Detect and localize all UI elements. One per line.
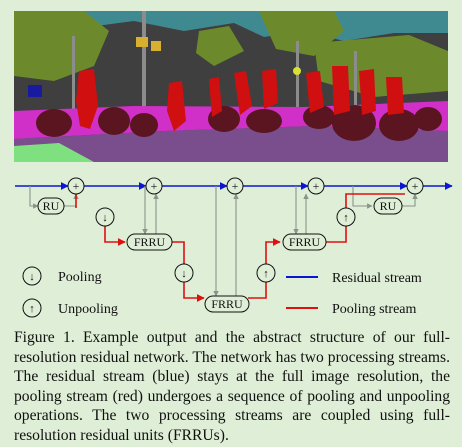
- legend-pooling: ↓ Pooling: [22, 266, 102, 286]
- ru-label: RU: [43, 199, 60, 213]
- frru-box-2: FRRU: [204, 295, 250, 313]
- frru-label: FRRU: [134, 235, 166, 249]
- ru-box-right: RU: [373, 197, 403, 215]
- pool-node-1: ↓: [95, 207, 115, 227]
- pooling-stream-line: [75, 193, 405, 302]
- unpool-node-1: ↑: [256, 263, 276, 283]
- plus-node-1: +: [67, 177, 85, 195]
- legend-pooling-stream: Pooling stream: [286, 302, 416, 317]
- frru-label: FRRU: [289, 235, 321, 249]
- unpool-node-2: ↑: [336, 207, 356, 227]
- frru-box-1: FRRU: [126, 233, 173, 251]
- plus-node-5: +: [406, 177, 424, 195]
- unpool-arrow-icon: ↑: [29, 303, 35, 315]
- plus-symbol: +: [412, 179, 419, 193]
- frrn-diagram: RU RU + + + + + ↓ ↓ ↑ ↑ FRRU FRRU FRRU: [15, 177, 453, 318]
- pool-arrow-icon: ↓: [29, 271, 35, 283]
- frru-box-3: FRRU: [282, 233, 327, 251]
- segmentation-image: [14, 11, 448, 162]
- figure-caption: Figure 1. Example output and the abstrac…: [14, 329, 450, 444]
- ru-label: RU: [380, 199, 397, 213]
- plus-node-2: +: [145, 177, 163, 195]
- legend-residual-label: Residual stream: [332, 271, 422, 286]
- plus-node-3: +: [226, 177, 244, 195]
- legend: ↓ Pooling ↑ Unpooling Residual stream Po…: [22, 266, 422, 318]
- unpool-arrow-icon: ↑: [343, 212, 349, 224]
- pool-arrow-icon: ↓: [181, 268, 187, 280]
- pool-node-2: ↓: [174, 263, 194, 283]
- unpool-arrow-icon: ↑: [263, 268, 269, 280]
- legend-pooling-stream-label: Pooling stream: [332, 302, 416, 317]
- legend-residual: Residual stream: [286, 271, 422, 286]
- pool-arrow-icon: ↓: [102, 212, 108, 224]
- legend-pooling-label: Pooling: [58, 270, 102, 285]
- plus-node-4: +: [307, 177, 325, 195]
- plus-symbol: +: [151, 179, 158, 193]
- ru-box-left: RU: [37, 197, 65, 215]
- plus-symbol: +: [313, 179, 320, 193]
- plus-symbol: +: [73, 179, 80, 193]
- plus-symbol: +: [232, 179, 239, 193]
- frru-label: FRRU: [211, 297, 243, 311]
- legend-unpooling: ↑ Unpooling: [22, 298, 118, 318]
- legend-unpooling-label: Unpooling: [58, 302, 118, 317]
